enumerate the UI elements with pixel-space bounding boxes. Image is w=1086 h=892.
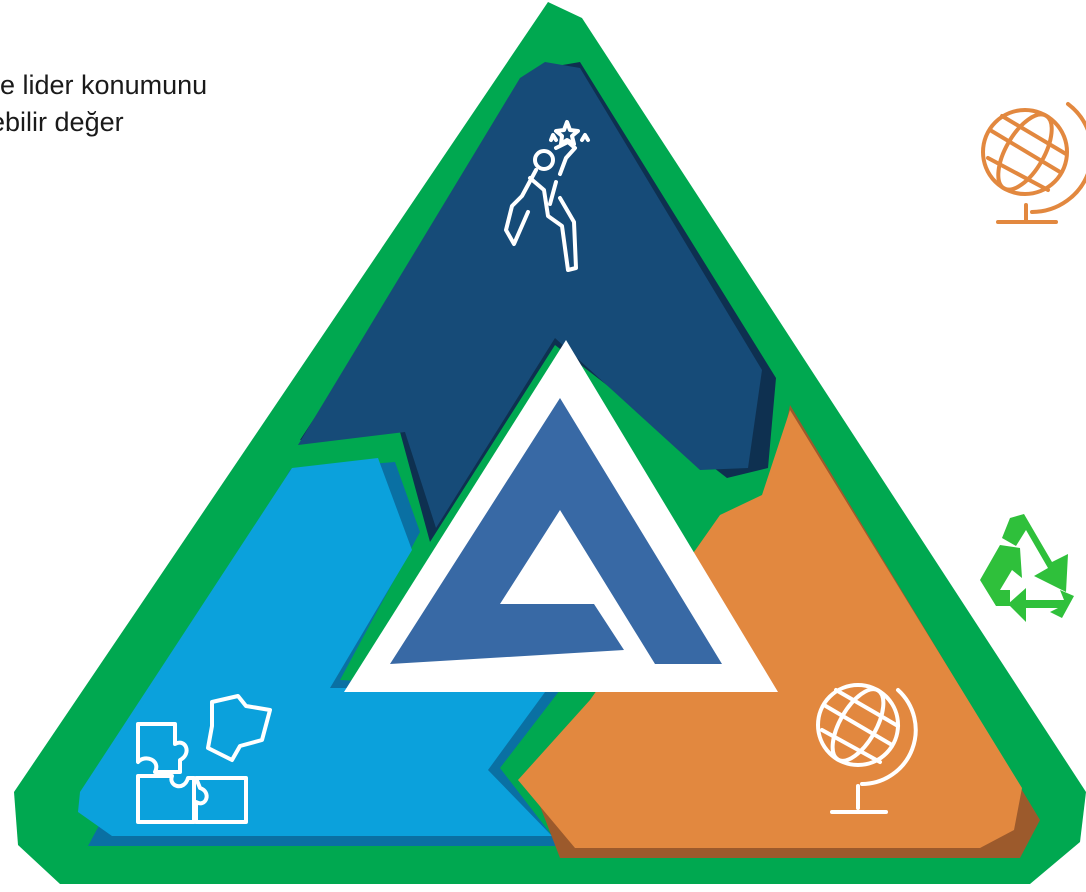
- caption-line-2: ülebilir değer: [0, 107, 124, 137]
- puzzle-icon: [136, 694, 272, 824]
- top-segment: [298, 62, 762, 528]
- side-globe-icon: [981, 102, 1086, 224]
- globe-icon: [816, 683, 918, 814]
- logo-icon: [390, 398, 722, 664]
- logo-cutout: [505, 520, 610, 604]
- caption-line-1: e lider konumunu: [0, 70, 208, 100]
- left-segment: [78, 458, 552, 836]
- caption-text: e lider konumunu ülebilir değer: [0, 67, 207, 141]
- achievement-icon: [504, 120, 590, 272]
- recycle-icon: [980, 514, 1074, 622]
